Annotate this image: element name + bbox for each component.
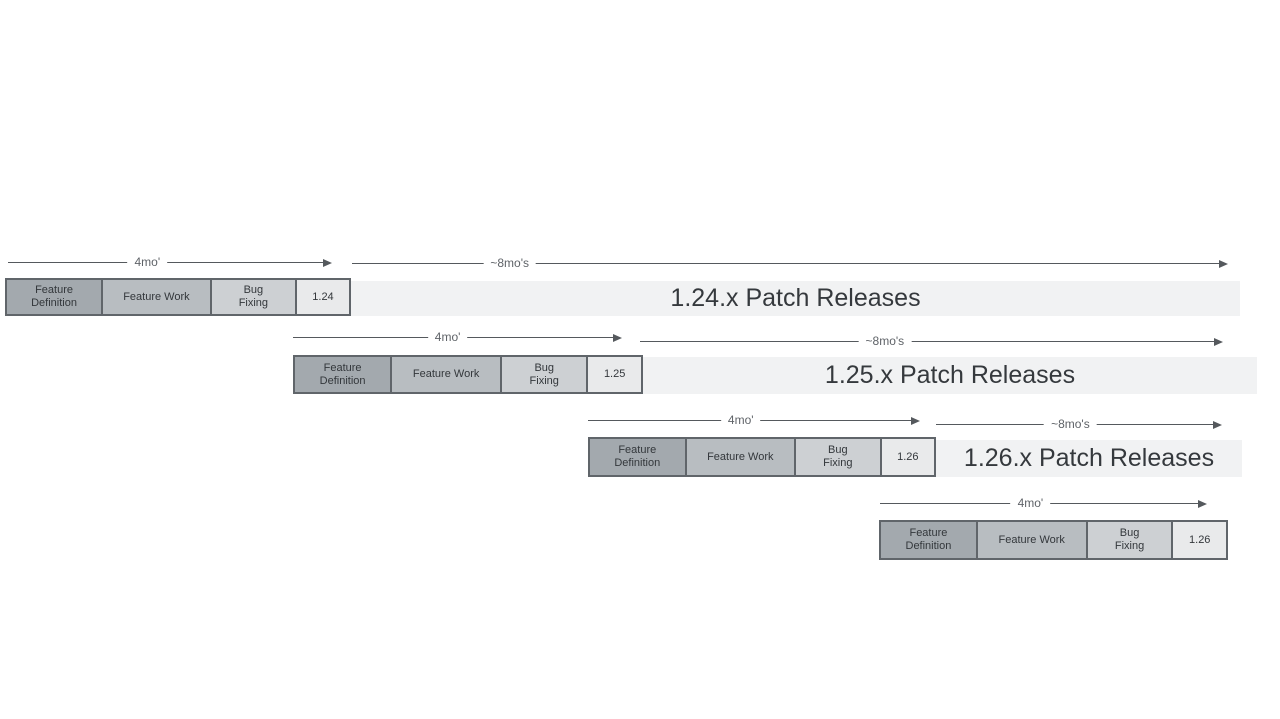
release-cycle-next-phases: Feature Definition Feature Work Bug Fixi… [879, 520, 1228, 560]
version-label: 1.26 [1189, 533, 1211, 546]
bug-fixing-block: Bug Fixing [1085, 522, 1172, 558]
feature-definition-label: Feature Definition [905, 527, 952, 552]
feature-definition-label: Feature Definition [31, 284, 77, 309]
patch-releases-bar-1.26: 1.26.x Patch Releases [936, 440, 1242, 477]
patch-duration-arrow-1.25: ~8mo's [640, 334, 1223, 348]
patch-duration-label: ~8mo's [858, 334, 912, 348]
feature-definition-label: Feature Definition [614, 444, 661, 469]
patch-releases-label: 1.25.x Patch Releases [824, 361, 1076, 389]
feature-definition-block: Feature Definition [295, 357, 391, 392]
bug-fixing-block: Bug Fixing [209, 280, 295, 314]
bug-fixing-label: Bug Fixing [529, 361, 559, 387]
bug-fixing-label: Bug Fixing [823, 444, 853, 469]
dev-duration-arrow-1.24: 4mo' [8, 255, 332, 269]
feature-definition-label: Feature Definition [319, 361, 366, 387]
dev-duration-label: 4mo' [427, 330, 468, 344]
patch-releases-label: 1.26.x Patch Releases [963, 444, 1215, 472]
dev-duration-label: 4mo' [1010, 496, 1051, 510]
release-cycle-1.26-phases: Feature Definition Feature Work Bug Fixi… [588, 437, 936, 477]
release-cycle-1.24-phases: Feature Definition Feature Work Bug Fixi… [5, 278, 351, 316]
version-block: 1.26 [1171, 522, 1226, 558]
dev-duration-arrow-1.25: 4mo' [293, 330, 622, 344]
feature-work-block: Feature Work [975, 522, 1086, 558]
feature-definition-block: Feature Definition [881, 522, 976, 558]
bug-fixing-label: Bug Fixing [1114, 527, 1145, 552]
dev-duration-label: 4mo' [127, 255, 168, 269]
feature-work-label: Feature Work [998, 533, 1065, 546]
version-label: 1.25 [603, 368, 626, 380]
version-label: 1.26 [897, 450, 919, 463]
bug-fixing-block: Bug Fixing [500, 357, 587, 392]
feature-work-label: Feature Work [707, 450, 774, 463]
feature-definition-block: Feature Definition [7, 280, 102, 314]
patch-duration-arrow-1.24: ~8mo's [352, 256, 1228, 270]
version-block: 1.24 [294, 280, 349, 314]
bug-fixing-label: Bug Fixing [238, 284, 269, 309]
patch-releases-bar-1.24: 1.24.x Patch Releases [351, 281, 1240, 316]
dev-duration-arrow-next: 4mo' [880, 496, 1207, 510]
patch-duration-arrow-1.26: ~8mo's [936, 417, 1222, 431]
feature-definition-block: Feature Definition [590, 439, 685, 475]
feature-work-block: Feature Work [684, 439, 794, 475]
version-block: 1.26 [879, 439, 934, 475]
patch-releases-label: 1.24.x Patch Releases [670, 284, 921, 312]
bug-fixing-block: Bug Fixing [793, 439, 880, 475]
version-block: 1.25 [586, 357, 641, 392]
dev-duration-label: 4mo' [720, 413, 761, 427]
feature-work-block: Feature Work [390, 357, 501, 392]
feature-work-label: Feature Work [123, 290, 190, 303]
version-label: 1.24 [312, 290, 334, 303]
dev-duration-arrow-1.26: 4mo' [588, 413, 920, 427]
release-cycle-1.25-phases: Feature Definition Feature Work Bug Fixi… [293, 355, 643, 394]
patch-duration-label: ~8mo's [1044, 417, 1097, 431]
feature-work-block: Feature Work [101, 280, 210, 314]
feature-work-label: Feature Work [412, 368, 480, 380]
patch-duration-label: ~8mo's [483, 256, 536, 270]
patch-releases-bar-1.25: 1.25.x Patch Releases [643, 357, 1257, 394]
